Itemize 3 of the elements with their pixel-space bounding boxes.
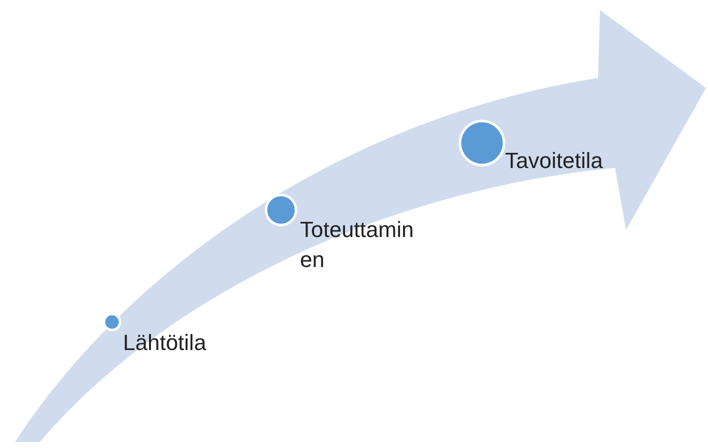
stage-label: Tavoitetila (505, 146, 705, 176)
stage-label: Lähtötila (123, 328, 323, 358)
stage-label: Toteuttaminen (300, 215, 418, 275)
